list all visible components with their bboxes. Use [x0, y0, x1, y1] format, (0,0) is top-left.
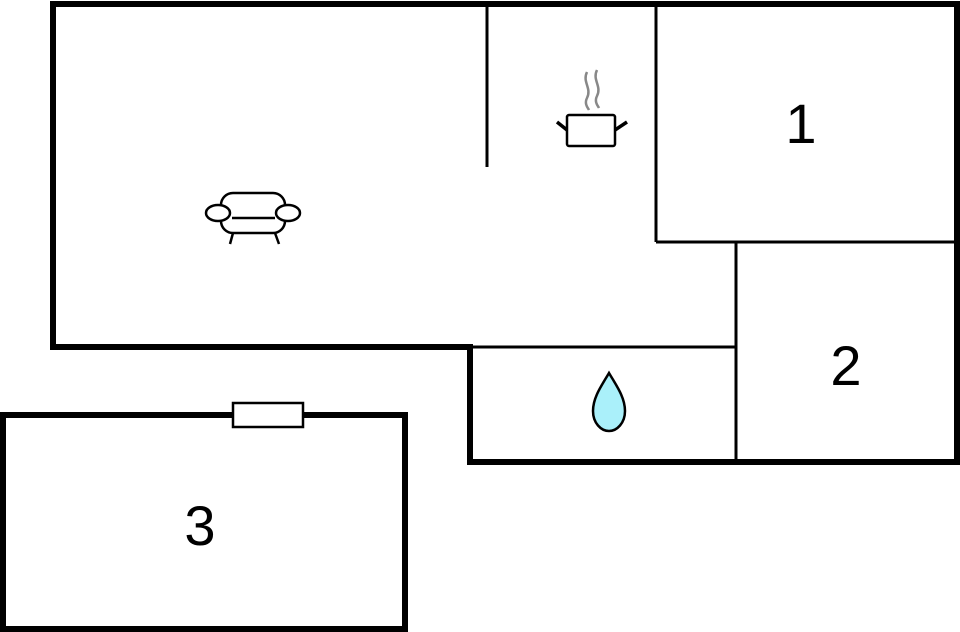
- main-outer-wall: [50, 1, 960, 465]
- room-label-2: 2: [830, 334, 861, 397]
- room-label-3: 3: [184, 494, 215, 557]
- sofa-icon: [204, 191, 302, 245]
- room-label-1: 1: [785, 92, 816, 155]
- water-drop-icon: [591, 370, 627, 433]
- room-3-walls: [0, 412, 408, 632]
- window-icon: [231, 401, 305, 429]
- cooking-pot-icon: [555, 69, 628, 148]
